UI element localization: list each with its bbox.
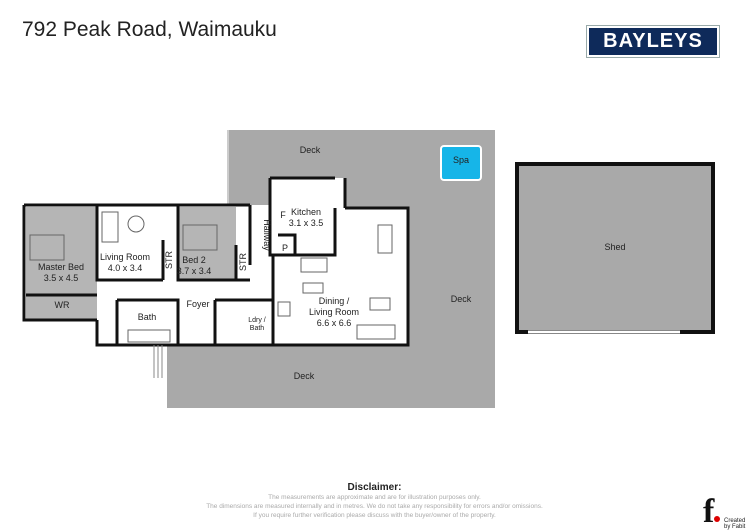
label-deck-top: Deck [300,145,321,155]
label-master-bed: Master Bed [38,262,84,272]
bayleys-logo: BAYLEYS [586,25,720,58]
label-living-room-size: 4.0 x 3.4 [108,263,143,273]
deck-area [167,130,495,408]
disclaimer-title: Disclaimer: [347,482,402,493]
label-pantry: P [282,243,288,253]
shed [515,162,715,334]
label-spa: Spa [453,155,469,165]
label-dining: Dining / [319,296,350,306]
label-dining-2: Living Room [309,307,359,317]
label-wr: WR [55,300,70,310]
bed2-floor [178,207,236,280]
label-bed2-size: 3.7 x 3.4 [177,266,212,276]
label-kitchen-size: 3.1 x 3.5 [289,218,324,228]
disclaimer-line: The dimensions are measured internally a… [206,503,543,510]
label-deck-right: Deck [451,294,472,304]
label-str-1: STR [164,250,174,269]
label-kitchen: Kitchen [291,207,321,217]
spa [440,145,482,181]
label-master-bed-size: 3.5 x 4.5 [44,273,79,283]
disclaimer-line: The measurements are approximate and are… [268,494,481,501]
label-bed2: Bed 2 [182,255,206,265]
credit-text: Created by Fabit [724,518,746,530]
label-ldry: Ldry / [248,317,266,324]
disclaimer-line: If you require further verification plea… [253,512,496,519]
label-living-room: Living Room [100,252,150,262]
label-deck-bottom: Deck [294,371,315,381]
page-title: 792 Peak Road, Waimauku [22,18,277,41]
master-bed-floor [26,207,97,320]
floor-plan: Deck Deck Deck Spa Shed Master Bed 3.5 x… [22,130,715,408]
fabit-dot-icon [714,516,720,522]
label-shed: Shed [604,242,625,252]
label-bath: Bath [138,312,157,322]
walls [22,176,410,347]
label-str-2: STR [238,252,248,271]
label-dining-size: 6.6 x 6.6 [317,318,352,328]
label-foyer: Foyer [186,299,209,309]
label-hallway: Hallway [262,219,272,251]
label-fridge: F [280,210,286,220]
logo-text: BAYLEYS [589,28,717,55]
label-ldry-2: Bath [250,325,265,332]
fabit-logo: f [703,493,715,530]
